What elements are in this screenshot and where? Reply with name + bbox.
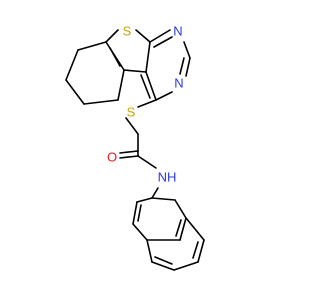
bond [192,241,199,259]
bond [137,155,157,169]
bond [125,117,139,135]
bond [153,36,173,48]
bond [137,204,142,222]
bond [154,256,173,265]
bond [65,49,79,81]
bond [136,197,153,203]
bond [132,201,138,225]
bond [173,261,199,271]
atom-label-nitrogen: N [173,24,182,39]
bond [119,155,139,159]
bond [175,219,182,237]
naphthalene-ring-system [132,197,205,271]
bond [151,261,175,271]
bond [132,223,148,241]
bond [137,99,157,108]
bond [179,217,187,241]
bond [123,69,147,73]
bond [135,29,151,43]
atom-label-oxygen: O [107,150,117,165]
bond [117,69,125,101]
bond [179,57,185,75]
atom-label-sulfur-thiophene: S [123,24,132,39]
atom-label-amide-nitrogen: NH [158,170,177,185]
bond [119,150,139,154]
bond [183,41,191,59]
bond [174,199,187,219]
bond [105,29,119,43]
bond [151,187,159,199]
bond [149,29,171,43]
bond [145,41,151,73]
pyrimidine-ring [140,29,191,101]
atom-labels: S N N S O NH [107,24,184,185]
bond [145,71,157,101]
thiophene-ring [105,29,151,73]
bond [185,217,205,241]
bond [155,91,173,101]
bond [65,79,85,105]
bond [151,197,176,201]
bond [140,74,151,99]
atom-label-nitrogen: N [174,76,183,91]
side-chain [119,99,159,199]
bond [197,239,205,263]
bond [77,41,107,51]
molecule-structure-diagram: S N N S O NH [65,24,205,271]
bond [146,239,153,263]
cyclohexane-ring [65,41,125,105]
bond [83,99,119,105]
bond [185,57,191,77]
atom-label-sulfur-thioether: S [127,105,136,120]
bond [109,47,121,67]
